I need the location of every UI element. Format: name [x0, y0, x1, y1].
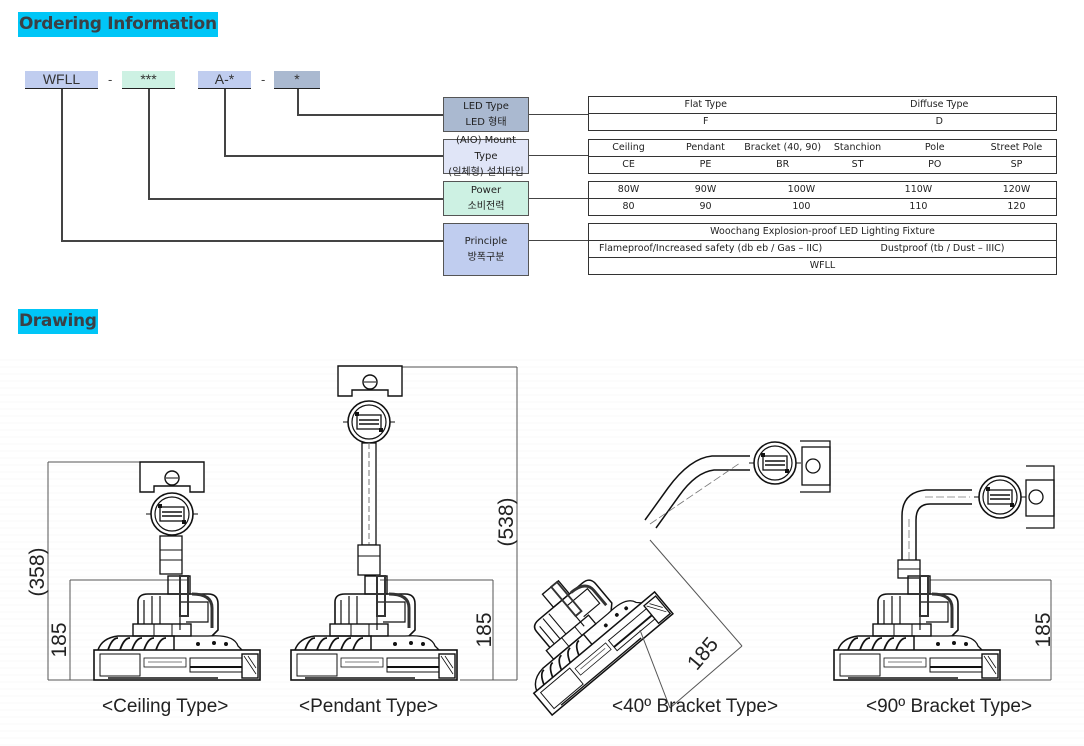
table-row: WFLL: [588, 257, 1057, 275]
drawings-canvas: (358) 185 (538) 185: [26, 365, 1055, 717]
table-cell: F: [588, 113, 823, 131]
connector-line: [61, 240, 443, 242]
code-segment-led: *: [274, 71, 320, 89]
bracket-40-type-caption: <40º Bracket Type>: [612, 696, 779, 717]
table-row: 80 90 100 110 120: [588, 198, 1057, 216]
dimension-label: 185: [48, 622, 71, 657]
drawing-heading: Drawing: [18, 309, 98, 334]
table-cell: Pendant: [686, 142, 725, 153]
table-row: CE PE BR ST PO SP: [588, 156, 1057, 174]
table-cell: ST: [822, 156, 893, 174]
connector-line: [297, 89, 299, 115]
connector-line: [148, 89, 150, 199]
table-cell: 80W: [617, 184, 640, 195]
dimension-label: 185: [1032, 612, 1055, 647]
table-cell: 110: [859, 198, 977, 216]
table-cell: Street Pole: [990, 142, 1043, 153]
table-cell: Bracket (40, 90): [744, 142, 822, 153]
led-type-table: Flat Type Diffuse Type F D: [588, 96, 1057, 131]
table-cell: CE: [588, 156, 669, 174]
table-cell: PE: [668, 156, 743, 174]
connector-line: [224, 89, 226, 156]
bracket-90-type-caption: <90º Bracket Type>: [866, 696, 1033, 717]
table-cell: Flameproof/Increased safety (db eb / Gas…: [588, 240, 823, 258]
principle-label-en: Principle: [464, 235, 508, 247]
dimension-line: [639, 629, 671, 709]
principle-table: Woochang Explosion-proof LED Lighting Fi…: [588, 223, 1057, 275]
table-row: Flameproof/Increased safety (db eb / Gas…: [588, 240, 1057, 258]
code-segment-mount: A-*: [198, 71, 251, 89]
table-row: Woochang Explosion-proof LED Lighting Fi…: [589, 224, 1057, 241]
connector-line: [529, 240, 588, 242]
table-cell: 100W: [787, 184, 816, 195]
power-label-en: Power: [470, 184, 502, 196]
table-cell: 100: [742, 198, 860, 216]
power-table: 80W 90W 100W 110W 120W 80 90 100 110 120: [588, 181, 1057, 216]
table-cell: SP: [976, 156, 1057, 174]
mount-type-label-en: (AIO) Mount Type: [456, 134, 516, 162]
mount-type-label-ko: (일체형) 설치타입: [448, 166, 524, 178]
table-cell: 120: [976, 198, 1057, 216]
table-cell: Woochang Explosion-proof LED Lighting Fi…: [710, 226, 935, 237]
bracket-90-type-drawing: 185: [832, 465, 1055, 682]
connector-line: [297, 114, 443, 116]
connector-line: [529, 155, 588, 157]
table-cell: WFLL: [588, 257, 1057, 275]
led-type-label-en: LED Type: [463, 100, 509, 112]
table-cell: 80: [588, 198, 669, 216]
table-cell: 120W: [1002, 184, 1031, 195]
table-cell: Flat Type: [684, 99, 728, 110]
dimension-label: 185: [683, 633, 723, 675]
connector-line: [224, 155, 443, 157]
table-cell: Pole: [924, 142, 945, 153]
ordering-information-heading: Ordering Information: [18, 12, 218, 37]
table-row: Ceiling Pendant Bracket (40, 90) Stanchi…: [589, 140, 1057, 157]
mount-type-table: Ceiling Pendant Bracket (40, 90) Stanchi…: [588, 139, 1057, 174]
power-label-ko: 소비전력: [467, 200, 505, 212]
principle-label-ko: 방폭구분: [467, 251, 505, 263]
dimension-line: [669, 645, 743, 709]
ceiling-type-caption: <Ceiling Type>: [102, 696, 229, 717]
table-cell: Diffuse Type: [910, 99, 969, 110]
connector-line: [529, 114, 588, 116]
table-cell: 90: [668, 198, 743, 216]
table-cell: PO: [892, 156, 977, 174]
table-row: Flat Type Diffuse Type: [589, 97, 1057, 114]
power-label: Power 소비전력: [443, 181, 529, 216]
mount-type-label: (AIO) Mount Type (일체형) 설치타입: [443, 135, 529, 178]
principle-label: Principle 방폭구분: [443, 223, 529, 276]
ceiling-type-drawing: (358) 185: [26, 461, 262, 682]
pendant-type-caption: <Pendant Type>: [299, 696, 439, 717]
led-type-label: LED Type LED 형태: [443, 97, 529, 132]
table-cell: Dustproof (tb / Dust – IIIC): [822, 240, 1057, 258]
code-segment-power: ***: [122, 71, 175, 89]
code-separator: -: [261, 72, 266, 87]
table-cell: D: [822, 113, 1057, 131]
code-separator: -: [108, 72, 113, 87]
bracket-40-type-drawing: 185: [487, 440, 831, 717]
table-cell: 90W: [694, 184, 717, 195]
dimension-line: [649, 539, 743, 647]
connector-line: [148, 198, 443, 200]
table-row: F D: [588, 113, 1057, 131]
pendant-type-drawing: (538) 185: [289, 365, 518, 682]
table-cell: BR: [742, 156, 823, 174]
table-row: 80W 90W 100W 110W 120W: [589, 182, 1057, 199]
table-cell: 110W: [904, 184, 933, 195]
dimension-label: 185: [473, 612, 496, 647]
dimension-label: (358): [26, 547, 49, 596]
table-cell: Ceiling: [612, 142, 645, 153]
connector-line: [61, 89, 63, 241]
connector-line: [529, 198, 588, 200]
dimension-label: (538): [495, 497, 518, 546]
table-cell: Stanchion: [833, 142, 882, 153]
led-type-label-ko: LED 형태: [465, 116, 507, 128]
code-segment-series: WFLL: [25, 71, 98, 89]
